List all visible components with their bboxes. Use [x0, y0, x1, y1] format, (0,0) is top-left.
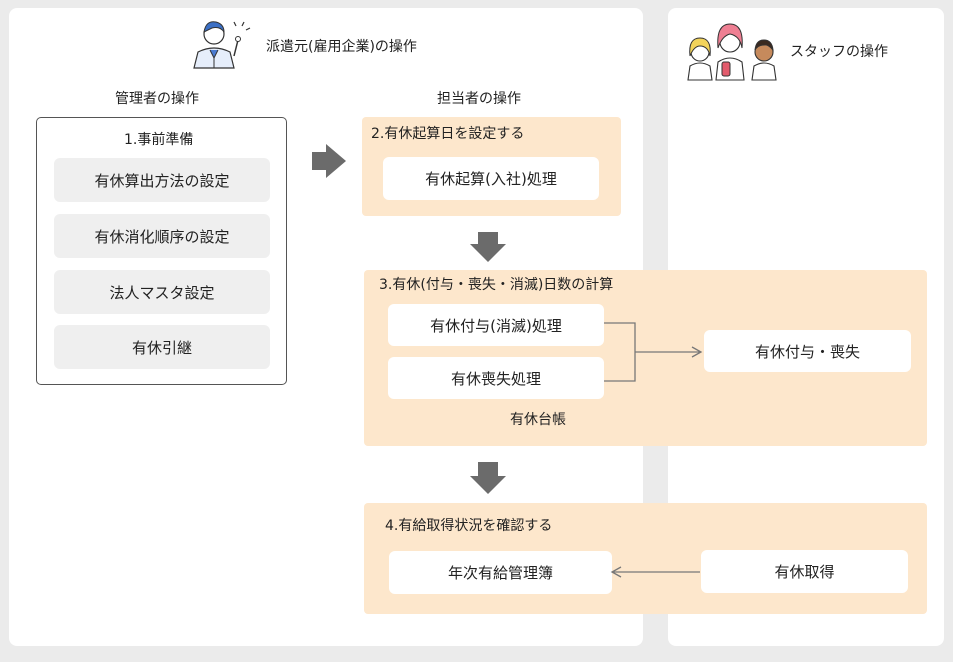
calc-method-setting-button[interactable]: 有休算出方法の設定 — [54, 158, 270, 202]
annual-leave-register-button[interactable]: 年次有給管理簿 — [389, 551, 612, 594]
arrow-down-icon — [470, 462, 506, 494]
arrow-head-right-icon — [691, 346, 703, 358]
prep-box-title: 1.事前準備 — [124, 132, 194, 148]
staff-manager-heading: 担当者の操作 — [437, 91, 521, 107]
arrow-down-icon — [470, 232, 506, 262]
consumption-order-setting-button[interactable]: 有休消化順序の設定 — [54, 214, 270, 258]
step2-title: 2.有休起算日を設定する — [371, 126, 525, 142]
dispatcher-title: 派遣元(雇用企業)の操作 — [266, 39, 417, 55]
leave-acquire-button[interactable]: 有休取得 — [701, 550, 908, 593]
staff-title: スタッフの操作 — [790, 44, 888, 60]
leave-ledger-label: 有休台帳 — [510, 412, 566, 428]
leave-loss-process-button[interactable]: 有休喪失処理 — [388, 357, 604, 399]
leave-grant-loss-result[interactable]: 有休付与・喪失 — [704, 330, 911, 372]
arrow-head-left-icon — [610, 566, 622, 578]
step4-title: 4.有給取得状況を確認する — [385, 518, 553, 534]
arrow-right-icon — [312, 144, 346, 178]
leave-carryover-button[interactable]: 有休引継 — [54, 325, 270, 369]
admin-heading: 管理者の操作 — [115, 91, 199, 107]
corporate-master-setting-button[interactable]: 法人マスタ設定 — [54, 270, 270, 314]
leave-grant-process-button[interactable]: 有休付与(消滅)処理 — [388, 304, 604, 346]
step3-title: 3.有休(付与・喪失・消滅)日数の計算 — [379, 277, 614, 293]
leave-start-process-button[interactable]: 有休起算(入社)処理 — [383, 157, 599, 200]
merge-line — [604, 322, 636, 382]
